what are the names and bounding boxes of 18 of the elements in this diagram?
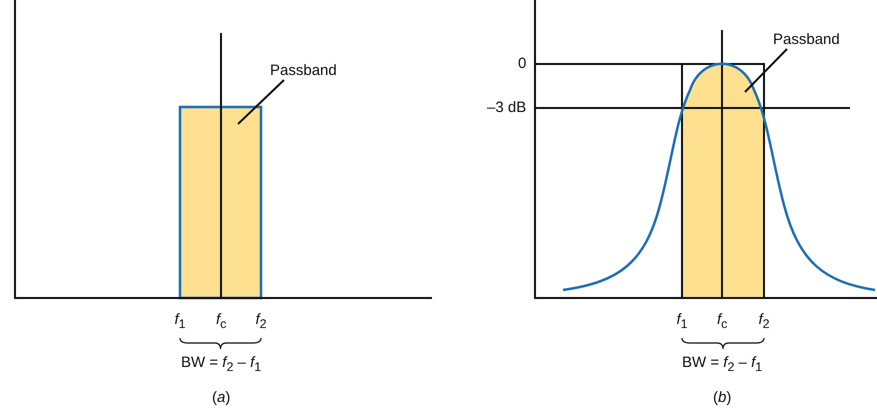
frequency-label: f$_{c}$: [216, 311, 226, 333]
axis-value-label: 0: [518, 55, 526, 73]
axis-value-label: –3 dB: [487, 99, 526, 117]
leader-line: [237, 79, 285, 125]
frequency-label: f$_{1}$: [174, 311, 186, 333]
panel-label: (b): [713, 389, 732, 407]
bandwidth-formula: BW = f$_{2}$ – f$_{1}$: [181, 354, 262, 376]
callout-label: Passband: [270, 62, 337, 80]
frequency-label: f$_{1}$: [676, 311, 688, 333]
passband-area: [682, 64, 764, 298]
frequency-label: f$_{2}$: [256, 311, 267, 333]
callout-label: Passband: [773, 31, 840, 49]
panel-label: (a): [212, 389, 230, 407]
frequency-label: f$_{c}$: [717, 311, 728, 333]
leader-line: [744, 48, 788, 93]
frequency-label: f$_{2}$: [758, 311, 770, 333]
bandwidth-formula: BW = f$_{2}$ – f$_{1}$: [682, 354, 762, 376]
passband-rectangle: [178, 106, 262, 300]
